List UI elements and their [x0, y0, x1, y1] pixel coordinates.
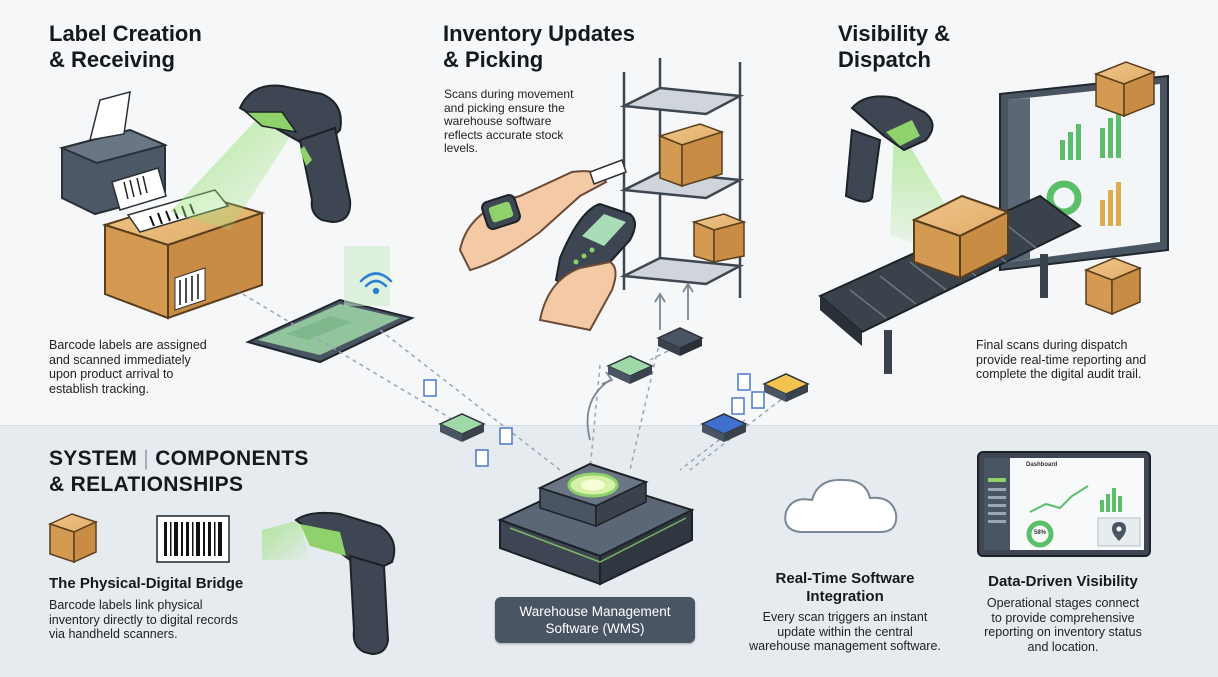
wifi-icon	[359, 272, 393, 295]
hand-with-smartwatch-icon	[458, 159, 627, 272]
description-line: Barcode labels link physical	[49, 598, 203, 612]
realtime-title-line: Real-Time Software	[775, 570, 915, 587]
shelf-box-icon	[657, 123, 747, 264]
wms-label: Warehouse Management Software (WMS)	[495, 597, 695, 643]
description-line: and picking ensure the	[444, 100, 565, 115]
stage-title-line: Visibility &	[838, 21, 951, 46]
bridge-scanner-icon	[294, 511, 396, 656]
cloud-icon	[784, 478, 898, 533]
barcode-scanner-icon	[238, 84, 352, 224]
stage-title-visibility-dispatch: Visibility & Dispatch	[838, 21, 950, 73]
stage-title-line: Inventory Updates	[443, 21, 635, 46]
data-document-icon	[423, 373, 765, 467]
title-separator: |	[143, 447, 150, 470]
stacked-box-icon	[1084, 61, 1157, 316]
wms-label-line: Software (WMS)	[545, 621, 645, 636]
bridge-description: Barcode labels link physical inventory d…	[49, 598, 238, 642]
system-title-line-1: SYSTEM | COMPONENTS	[49, 446, 309, 472]
system-title-part: SYSTEM	[49, 447, 138, 470]
wms-server-icon	[497, 462, 695, 586]
description-line: establish tracking.	[49, 381, 150, 396]
description-line: Scans during movement	[444, 87, 574, 101]
visibility-description: Operational stages connect to provide co…	[960, 596, 1166, 654]
system-title-line-2: & RELATIONSHIPS	[49, 473, 244, 496]
visibility-title: Data-Driven Visibility	[988, 573, 1138, 590]
conveyor-box-icon	[911, 194, 1011, 280]
realtime-description: Every scan triggers an instant update wi…	[734, 610, 956, 654]
dispatch-scanner-icon	[844, 95, 934, 203]
barcode-icon	[156, 515, 230, 563]
tablet-device-icon	[245, 246, 415, 364]
description-line: upon product arrival to	[49, 367, 174, 381]
system-title-part: COMPONENTS	[155, 447, 309, 470]
wms-label-line: Warehouse Management	[519, 604, 671, 619]
description-line: Final scans during dispatch	[976, 338, 1128, 352]
description-line: reporting on inventory status	[984, 625, 1142, 639]
scan-beam	[170, 118, 296, 230]
stage-description-label-creation: Barcode labels are assigned and scanned …	[49, 338, 207, 396]
bridge-scan-beam	[262, 520, 310, 560]
description-line: warehouse management software.	[749, 639, 941, 653]
dashboard-gauge-value: 58%	[1033, 530, 1046, 536]
stage-title-line: & Picking	[443, 47, 544, 72]
description-line: inventory directly to digital records	[49, 612, 238, 627]
description-line: Operational stages connect	[986, 596, 1140, 610]
flow-arrows	[586, 282, 694, 441]
handheld-scanner-icon	[538, 202, 636, 332]
description-line: and location.	[1027, 639, 1099, 654]
stage-title-label-creation: Label Creation & Receiving	[49, 21, 202, 73]
network-node-icon	[438, 327, 810, 442]
description-line: via handheld scanners.	[49, 627, 178, 641]
stage-title-line: Label Creation	[49, 21, 202, 46]
label-printer-icon	[58, 90, 169, 216]
stage-description-inventory-updates: Scans during movement and picking ensure…	[444, 87, 574, 156]
description-line: complete the digital audit trail.	[976, 367, 1142, 381]
realtime-title: Real-Time Software Integration	[744, 570, 946, 606]
stage-title-inventory-updates: Inventory Updates & Picking	[443, 21, 635, 73]
description-line: reflects accurate stock	[444, 127, 564, 142]
network-flow-lines	[235, 289, 801, 471]
small-box-icon	[47, 513, 99, 564]
description-line: provide real-time reporting and	[976, 352, 1147, 367]
realtime-title-line: Integration	[806, 588, 884, 605]
description-line: to provide comprehensive	[991, 610, 1135, 625]
stage-title-line: & Receiving	[49, 47, 175, 72]
warehouse-shelf-icon	[619, 58, 745, 298]
description-line: Barcode labels are assigned	[49, 338, 207, 352]
dashboard-title: Dashboard	[1026, 462, 1058, 468]
stage-title-line: Dispatch	[838, 47, 931, 72]
description-line: and scanned immediately	[49, 352, 191, 367]
description-line: update within the central	[777, 624, 913, 639]
system-section-title: SYSTEM | COMPONENTS & RELATIONSHIPS	[49, 446, 309, 498]
bridge-title: The Physical-Digital Bridge	[49, 575, 244, 592]
description-line: levels.	[444, 141, 479, 155]
stage-description-visibility-dispatch: Final scans during dispatch provide real…	[976, 338, 1146, 382]
description-line: warehouse software	[444, 114, 552, 128]
description-line: Every scan triggers an instant	[762, 610, 928, 624]
